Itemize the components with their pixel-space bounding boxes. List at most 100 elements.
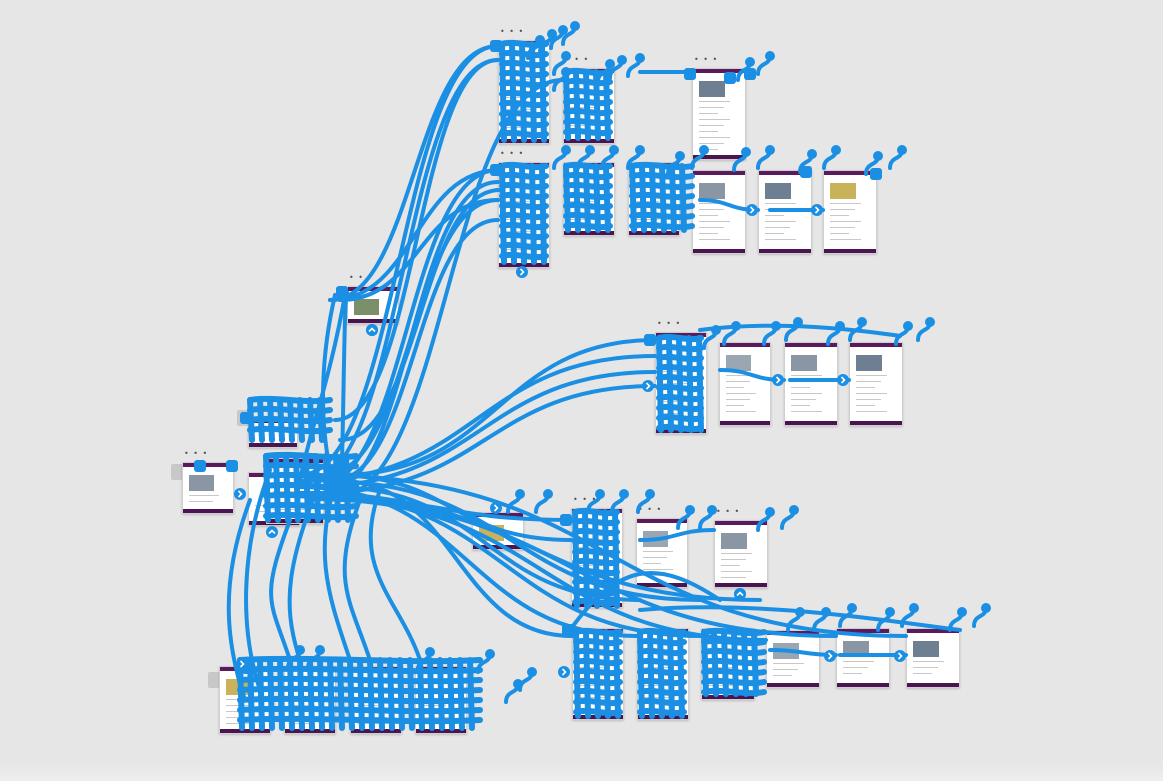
- connector-line[interactable]: [306, 370, 657, 489]
- connector-line[interactable]: [711, 629, 719, 697]
- connector-line[interactable]: [669, 163, 677, 233]
- screen-artboard[interactable]: [182, 462, 234, 514]
- connector-line[interactable]: [667, 629, 675, 719]
- connector-end-pin[interactable]: [675, 151, 685, 161]
- connector-line[interactable]: [306, 497, 838, 638]
- connector-line[interactable]: [257, 397, 265, 443]
- screen-artboard[interactable]: [714, 520, 768, 588]
- connector-line[interactable]: [287, 397, 295, 443]
- connector-line[interactable]: [519, 41, 527, 143]
- connector-line[interactable]: [612, 509, 620, 609]
- connector-end-pin[interactable]: [807, 149, 817, 159]
- connector-line[interactable]: [539, 41, 547, 143]
- chevron-right-icon[interactable]: [837, 374, 849, 386]
- connector-line[interactable]: [427, 657, 435, 731]
- connector-start-handle[interactable]: [194, 460, 206, 472]
- connector-line[interactable]: [323, 453, 331, 523]
- chevron-right-icon[interactable]: [894, 650, 906, 662]
- connector-line[interactable]: [387, 657, 395, 731]
- connector-line[interactable]: [603, 163, 611, 233]
- connector-start-handle[interactable]: [644, 334, 656, 346]
- connector-line[interactable]: [293, 453, 301, 523]
- connector-line[interactable]: [638, 605, 962, 632]
- chevron-right-icon[interactable]: [234, 488, 246, 500]
- connector-line[interactable]: [338, 198, 500, 302]
- connector-line[interactable]: [582, 509, 590, 609]
- connector-end-pin[interactable]: [745, 57, 755, 67]
- connector-start-handle[interactable]: [240, 412, 252, 424]
- connector-line[interactable]: [347, 657, 355, 731]
- connector-line[interactable]: [656, 335, 664, 433]
- connector-line[interactable]: [572, 509, 580, 609]
- connector-end-pin[interactable]: [765, 51, 775, 61]
- connector-end-pin[interactable]: [765, 145, 775, 155]
- connector-line[interactable]: [563, 163, 571, 233]
- connector-line[interactable]: [407, 657, 415, 731]
- chevron-up-icon[interactable]: [366, 324, 378, 336]
- connector-line[interactable]: [539, 163, 547, 265]
- connector-end-pin[interactable]: [885, 607, 895, 617]
- connector-end-pin[interactable]: [831, 145, 841, 155]
- connector-line[interactable]: [417, 657, 425, 731]
- connector-end-pin[interactable]: [558, 25, 568, 35]
- screen-options-icon[interactable]: • • •: [573, 495, 598, 504]
- connector-end-pin[interactable]: [925, 317, 935, 327]
- connector-end-pin[interactable]: [547, 29, 557, 39]
- connector-line[interactable]: [666, 335, 674, 433]
- connector-line[interactable]: [306, 491, 703, 638]
- screen-options-icon[interactable]: • • •: [565, 55, 590, 64]
- connector-start-handle[interactable]: [560, 514, 572, 526]
- connector-line[interactable]: [457, 657, 465, 731]
- connector-line[interactable]: [367, 657, 375, 731]
- connector-end-pin[interactable]: [570, 21, 580, 31]
- screen-options-icon[interactable]: • • •: [184, 449, 209, 458]
- connector-line[interactable]: [751, 629, 759, 697]
- connector-line[interactable]: [283, 453, 291, 523]
- connector-line[interactable]: [613, 629, 621, 719]
- connector-line[interactable]: [328, 168, 502, 302]
- connector-end-pin[interactable]: [847, 603, 857, 613]
- connector-line[interactable]: [657, 629, 665, 719]
- connector-line[interactable]: [698, 323, 902, 338]
- chevron-right-icon[interactable]: [811, 204, 823, 216]
- chevron-up-icon[interactable]: [266, 526, 278, 538]
- connector-line[interactable]: [593, 629, 601, 719]
- connector-end-pin[interactable]: [857, 317, 867, 327]
- chevron-right-icon[interactable]: [824, 650, 836, 662]
- connector-line[interactable]: [342, 498, 372, 662]
- connector-end-pin[interactable]: [561, 67, 571, 77]
- screen-artboard[interactable]: [692, 68, 746, 160]
- connector-end-pin[interactable]: [527, 667, 537, 677]
- connector-start-handle[interactable]: [490, 164, 502, 176]
- connector-end-pin[interactable]: [515, 489, 525, 499]
- connector-end-pin[interactable]: [873, 151, 883, 161]
- screen-artboard[interactable]: [719, 342, 771, 426]
- connector-line[interactable]: [583, 629, 591, 719]
- connector-end-pin[interactable]: [765, 507, 775, 517]
- connector-end-pin[interactable]: [605, 59, 615, 69]
- connector-end-pin[interactable]: [981, 603, 991, 613]
- connector-line[interactable]: [338, 338, 657, 477]
- connector-line[interactable]: [322, 479, 702, 602]
- connector-line[interactable]: [721, 629, 729, 697]
- connector-line[interactable]: [357, 657, 365, 731]
- connector-line[interactable]: [397, 657, 405, 731]
- connector-line[interactable]: [263, 461, 359, 471]
- connector-start-handle[interactable]: [870, 168, 882, 180]
- connector-line[interactable]: [583, 69, 591, 141]
- connector-end-pin[interactable]: [741, 147, 751, 157]
- connector-start-handle[interactable]: [336, 286, 348, 298]
- connector-line[interactable]: [437, 657, 445, 731]
- connector-line[interactable]: [563, 69, 571, 141]
- connector-line[interactable]: [377, 657, 385, 731]
- chevron-up-icon[interactable]: [734, 588, 746, 600]
- connector-line[interactable]: [499, 41, 507, 143]
- chevron-right-icon[interactable]: [516, 266, 528, 278]
- chevron-right-icon[interactable]: [746, 204, 758, 216]
- connector-end-pin[interactable]: [635, 145, 645, 155]
- connector-line[interactable]: [303, 453, 311, 523]
- connector-line[interactable]: [467, 657, 475, 731]
- connector-line[interactable]: [509, 163, 517, 265]
- connector-line[interactable]: [263, 453, 271, 523]
